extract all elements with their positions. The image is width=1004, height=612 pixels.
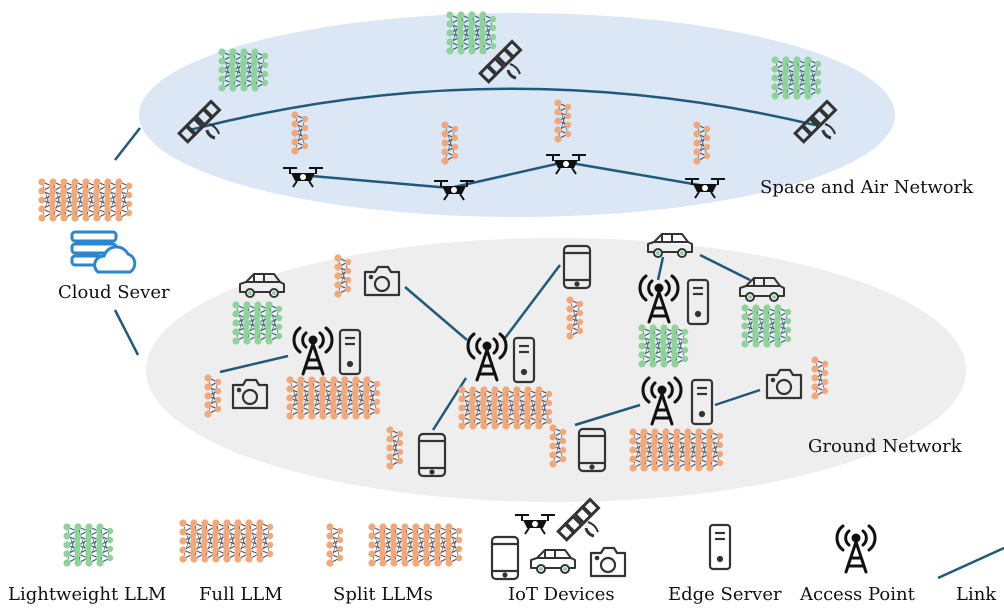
satellite-orbit-link: [189, 87, 816, 132]
legend-iot-camera-icon: [589, 546, 627, 578]
cloud-server-icon: [70, 230, 137, 274]
legend-lightweight-llm-label: Lightweight LLM: [8, 584, 167, 605]
space-air-network-region: [139, 13, 895, 217]
legend-full-llm-label: Full LLM: [199, 584, 283, 605]
edge-full-llm-center: [458, 386, 552, 429]
legend-lightweight-llm-icon: [63, 523, 113, 566]
legend-iot-drone-icon: [514, 513, 556, 535]
legend-edge-server-icon: [708, 523, 732, 571]
edge-full-llm-right-bottom: [629, 428, 723, 471]
legend-access-point-label: Access Point: [800, 584, 915, 605]
legend-iot-satellite-icon: [556, 497, 601, 542]
legend-edge-server-label: Edge Server: [668, 584, 782, 605]
space-air-network-label: Space and Air Network: [760, 177, 974, 198]
legend-access-point-icon: [835, 524, 877, 574]
ground-links: [219, 253, 761, 431]
cloud-server-label: Cloud Sever: [58, 282, 170, 303]
cloud-to-space-link: [114, 127, 141, 161]
legend-full-llm-icon: [179, 519, 273, 562]
legend-split-llms-icon: [326, 523, 343, 566]
ground-network-label: Ground Network: [808, 436, 962, 457]
legend-link-icon: [937, 546, 1004, 580]
legend-link-label: Link: [956, 584, 997, 605]
drone-links: [299, 160, 706, 190]
legend-iot-car-icon: [530, 549, 576, 574]
legend-iot-devices-label: IoT Devices: [508, 584, 615, 605]
cloud-to-ground-link: [113, 309, 140, 356]
legend-split-llms-label: Split LLMs: [333, 584, 433, 605]
edge-full-llm-left: [286, 376, 380, 419]
legend-split-llms-icon-2: [368, 523, 462, 566]
cloud-full-llm: [38, 178, 132, 221]
legend-iot-phone-icon: [490, 535, 520, 581]
ground-network-region: [146, 238, 966, 502]
